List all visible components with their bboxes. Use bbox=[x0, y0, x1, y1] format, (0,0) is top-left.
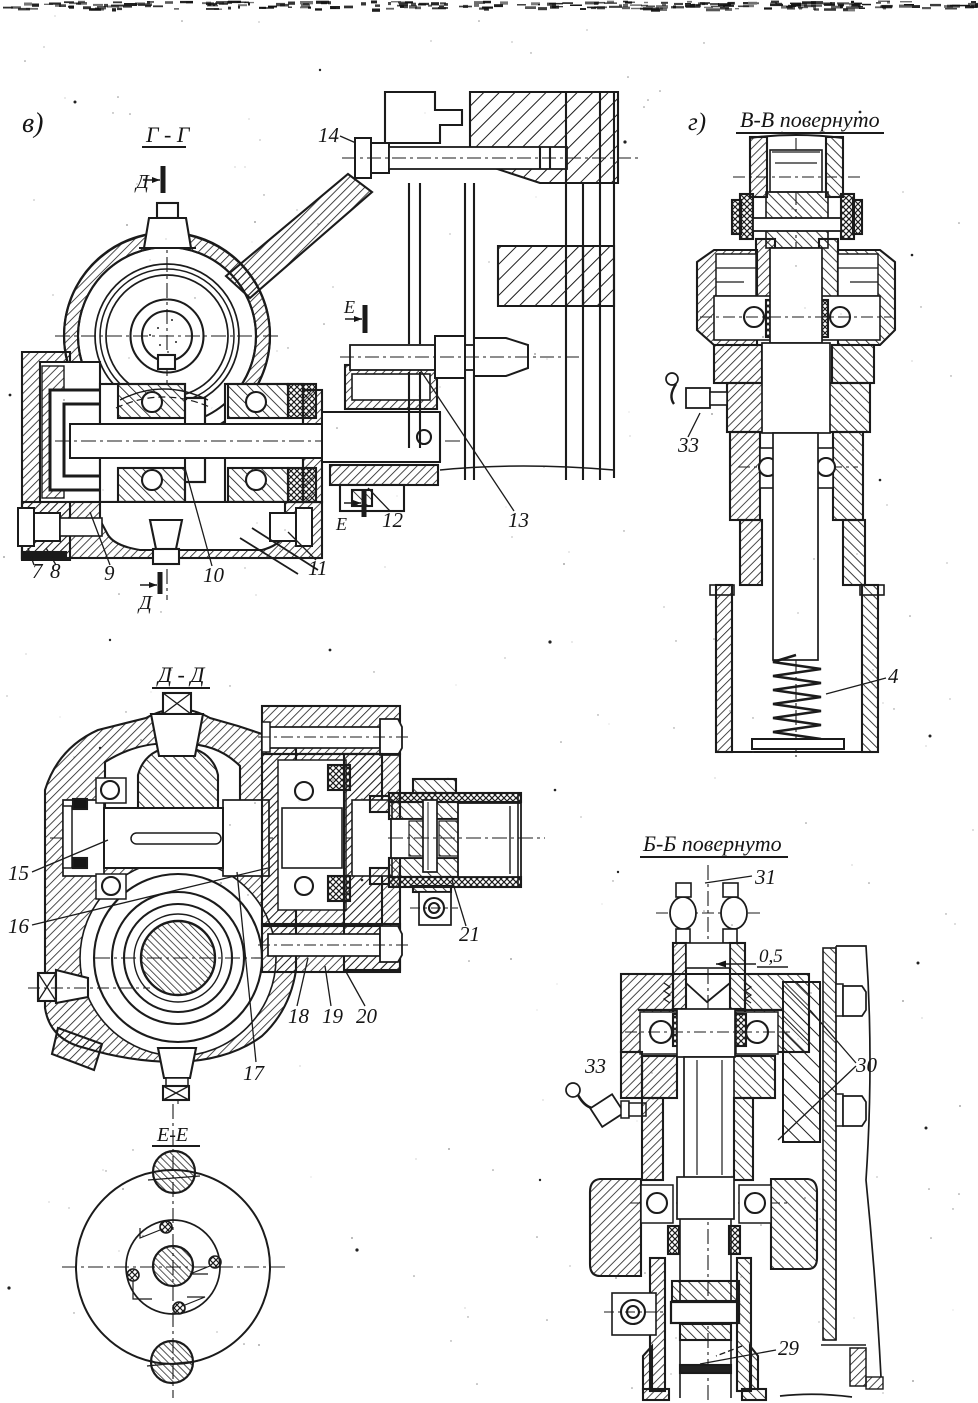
svg-text:8: 8 bbox=[50, 559, 61, 583]
svg-text:Д - Д: Д - Д bbox=[156, 662, 205, 687]
svg-text:21: 21 bbox=[459, 922, 480, 946]
svg-text:Е-Е: Е-Е bbox=[156, 1124, 188, 1146]
svg-text:Г - Г: Г - Г bbox=[145, 122, 191, 147]
svg-text:Д: Д bbox=[137, 592, 153, 614]
svg-text:9: 9 bbox=[104, 561, 115, 585]
svg-text:17: 17 bbox=[243, 1061, 266, 1085]
svg-text:В-В повернуто: В-В повернуто bbox=[740, 107, 880, 132]
svg-text:31: 31 bbox=[754, 865, 776, 889]
svg-text:14: 14 bbox=[318, 123, 340, 147]
svg-text:20: 20 bbox=[356, 1004, 378, 1028]
svg-text:10: 10 bbox=[203, 563, 225, 587]
svg-text:33: 33 bbox=[584, 1054, 606, 1078]
svg-text:0,5: 0,5 bbox=[759, 946, 783, 967]
svg-text:12: 12 bbox=[382, 508, 404, 532]
svg-text:33: 33 bbox=[677, 433, 699, 457]
svg-text:г): г) bbox=[688, 109, 706, 136]
svg-text:Е: Е bbox=[343, 297, 355, 317]
svg-text:18: 18 bbox=[288, 1004, 310, 1028]
svg-text:16: 16 bbox=[8, 914, 30, 938]
svg-text:4: 4 bbox=[888, 664, 899, 688]
svg-text:в): в) bbox=[22, 108, 43, 139]
svg-text:Е: Е bbox=[335, 514, 347, 534]
svg-text:Б-Б повернуто: Б-Б повернуто bbox=[642, 831, 782, 856]
svg-text:29: 29 bbox=[778, 1336, 800, 1360]
svg-text:Д: Д bbox=[134, 171, 150, 193]
svg-text:19: 19 bbox=[322, 1004, 344, 1028]
svg-text:15: 15 bbox=[8, 861, 29, 885]
svg-text:13: 13 bbox=[508, 508, 529, 532]
svg-text:30: 30 bbox=[855, 1053, 878, 1077]
svg-text:11: 11 bbox=[308, 556, 327, 580]
svg-text:7: 7 bbox=[32, 559, 44, 583]
